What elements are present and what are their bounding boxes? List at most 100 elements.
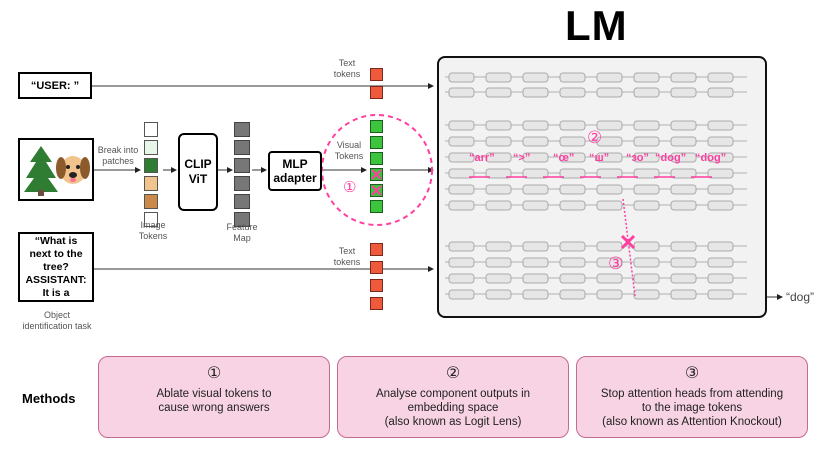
marker-two: ② bbox=[587, 128, 603, 147]
visual-tokens-label: Visual Tokens bbox=[334, 140, 364, 161]
lm-component-block bbox=[448, 136, 475, 147]
lm-component-block bbox=[559, 136, 586, 147]
lm-component-block bbox=[522, 200, 549, 211]
lm-component-block bbox=[633, 152, 660, 163]
lm-component-block bbox=[522, 241, 549, 252]
lm-component-block bbox=[448, 184, 475, 195]
lm-component-block bbox=[522, 152, 549, 163]
lm-component-block bbox=[633, 87, 660, 98]
feature-map-cell bbox=[234, 212, 250, 227]
marker-three: ③ bbox=[608, 254, 624, 273]
lm-component-block bbox=[670, 241, 697, 252]
visual-token-column bbox=[370, 120, 383, 216]
logit-lens-token: “dog” bbox=[655, 152, 687, 164]
lm-component-block bbox=[596, 273, 623, 284]
logit-lens-token: “>” bbox=[513, 152, 531, 164]
lm-component-block bbox=[596, 257, 623, 268]
lm-component-block bbox=[633, 184, 660, 195]
marker-one: ① bbox=[343, 179, 357, 196]
lm-component-block bbox=[448, 168, 475, 179]
logit-lens-token: “œ” bbox=[553, 152, 575, 164]
lm-component-block bbox=[707, 257, 734, 268]
method-logit-lens: ② Analyse component outputs in embedding… bbox=[337, 356, 569, 438]
lm-component-block bbox=[707, 241, 734, 252]
lm-component-block bbox=[670, 136, 697, 147]
lm-component-block bbox=[633, 120, 660, 131]
text-token bbox=[370, 243, 383, 256]
lm-component-block bbox=[559, 87, 586, 98]
lm-component-block bbox=[596, 120, 623, 131]
lm-component-block bbox=[559, 241, 586, 252]
lm-component-block bbox=[633, 136, 660, 147]
logit-lens-row: “arr”“>”“œ”“ш”“зо”“dog”“dog” bbox=[463, 152, 753, 172]
attention-knockout-line bbox=[622, 198, 636, 297]
lm-component-block bbox=[485, 200, 512, 211]
logit-lens-token: “зо” bbox=[626, 152, 649, 164]
lm-component-block bbox=[522, 273, 549, 284]
method-text: Stop attention heads from attending to t… bbox=[600, 388, 784, 428]
break-into-patches-label: Break into patches bbox=[97, 145, 139, 166]
feature-map-cell bbox=[234, 122, 250, 137]
lm-component-block bbox=[596, 184, 623, 195]
method-text: Ablate visual tokens to cause wrong answ… bbox=[156, 388, 272, 414]
lm-component-block bbox=[670, 152, 697, 163]
lm-component-block bbox=[596, 289, 623, 300]
lm-component-block bbox=[448, 72, 475, 83]
visual-token bbox=[370, 152, 383, 165]
visual-token bbox=[370, 120, 383, 133]
output-token: “dog” bbox=[786, 290, 815, 304]
lm-component-block bbox=[633, 257, 660, 268]
lm-component-block bbox=[596, 87, 623, 98]
text-token-column-bottom bbox=[370, 243, 383, 315]
feature-map-cell bbox=[234, 194, 250, 209]
lm-component-block bbox=[559, 120, 586, 131]
lm-component-block bbox=[633, 273, 660, 284]
method-text: Analyse component outputs in embedding s… bbox=[375, 388, 531, 428]
text-token bbox=[370, 86, 383, 99]
mlp-adapter-box: MLP adapter bbox=[268, 151, 322, 191]
lm-component-block bbox=[559, 200, 586, 211]
method-number: ① bbox=[206, 365, 222, 382]
lm-component-block bbox=[559, 257, 586, 268]
lm-component-block bbox=[707, 289, 734, 300]
lm-component-block bbox=[522, 168, 549, 179]
lm-component-block bbox=[485, 184, 512, 195]
methods-heading: Methods bbox=[22, 391, 76, 406]
lm-component-block bbox=[522, 136, 549, 147]
lm-component-block bbox=[670, 72, 697, 83]
lm-component-block bbox=[596, 136, 623, 147]
lm-component-block bbox=[670, 200, 697, 211]
lm-component-block bbox=[633, 168, 660, 179]
lm-component-block bbox=[448, 273, 475, 284]
method-attention-knockout: ③ Stop attention heads from attending to… bbox=[576, 356, 808, 438]
clip-vit-box: CLIP ViT bbox=[178, 133, 218, 211]
lm-component-block bbox=[559, 289, 586, 300]
lm-component-block bbox=[485, 273, 512, 284]
ablation-circle bbox=[321, 114, 433, 226]
lm-component-block bbox=[485, 257, 512, 268]
feature-map-label: Feature Map bbox=[226, 222, 258, 243]
lm-component-block bbox=[448, 200, 475, 211]
lm-component-block bbox=[707, 72, 734, 83]
lm-component-block bbox=[670, 273, 697, 284]
lm-component-block bbox=[707, 200, 734, 211]
input-image bbox=[18, 138, 94, 201]
logit-lens-token: “dog” bbox=[695, 152, 727, 164]
lm-component-block bbox=[596, 152, 623, 163]
tree-icon bbox=[24, 146, 58, 196]
text-token bbox=[370, 68, 383, 81]
visual-token bbox=[370, 136, 383, 149]
lm-component-block bbox=[485, 136, 512, 147]
lm-component-block bbox=[522, 257, 549, 268]
text-token bbox=[370, 261, 383, 274]
image-token-column bbox=[144, 122, 158, 227]
lm-component-block bbox=[559, 168, 586, 179]
lm-component-block bbox=[707, 152, 734, 163]
ablated-visual-token bbox=[370, 184, 383, 197]
lm-component-block bbox=[596, 72, 623, 83]
ablated-visual-token bbox=[370, 168, 383, 181]
lm-component-block bbox=[485, 168, 512, 179]
dog-icon bbox=[56, 156, 90, 184]
lm-component-block bbox=[559, 184, 586, 195]
method-number: ③ bbox=[684, 365, 700, 382]
